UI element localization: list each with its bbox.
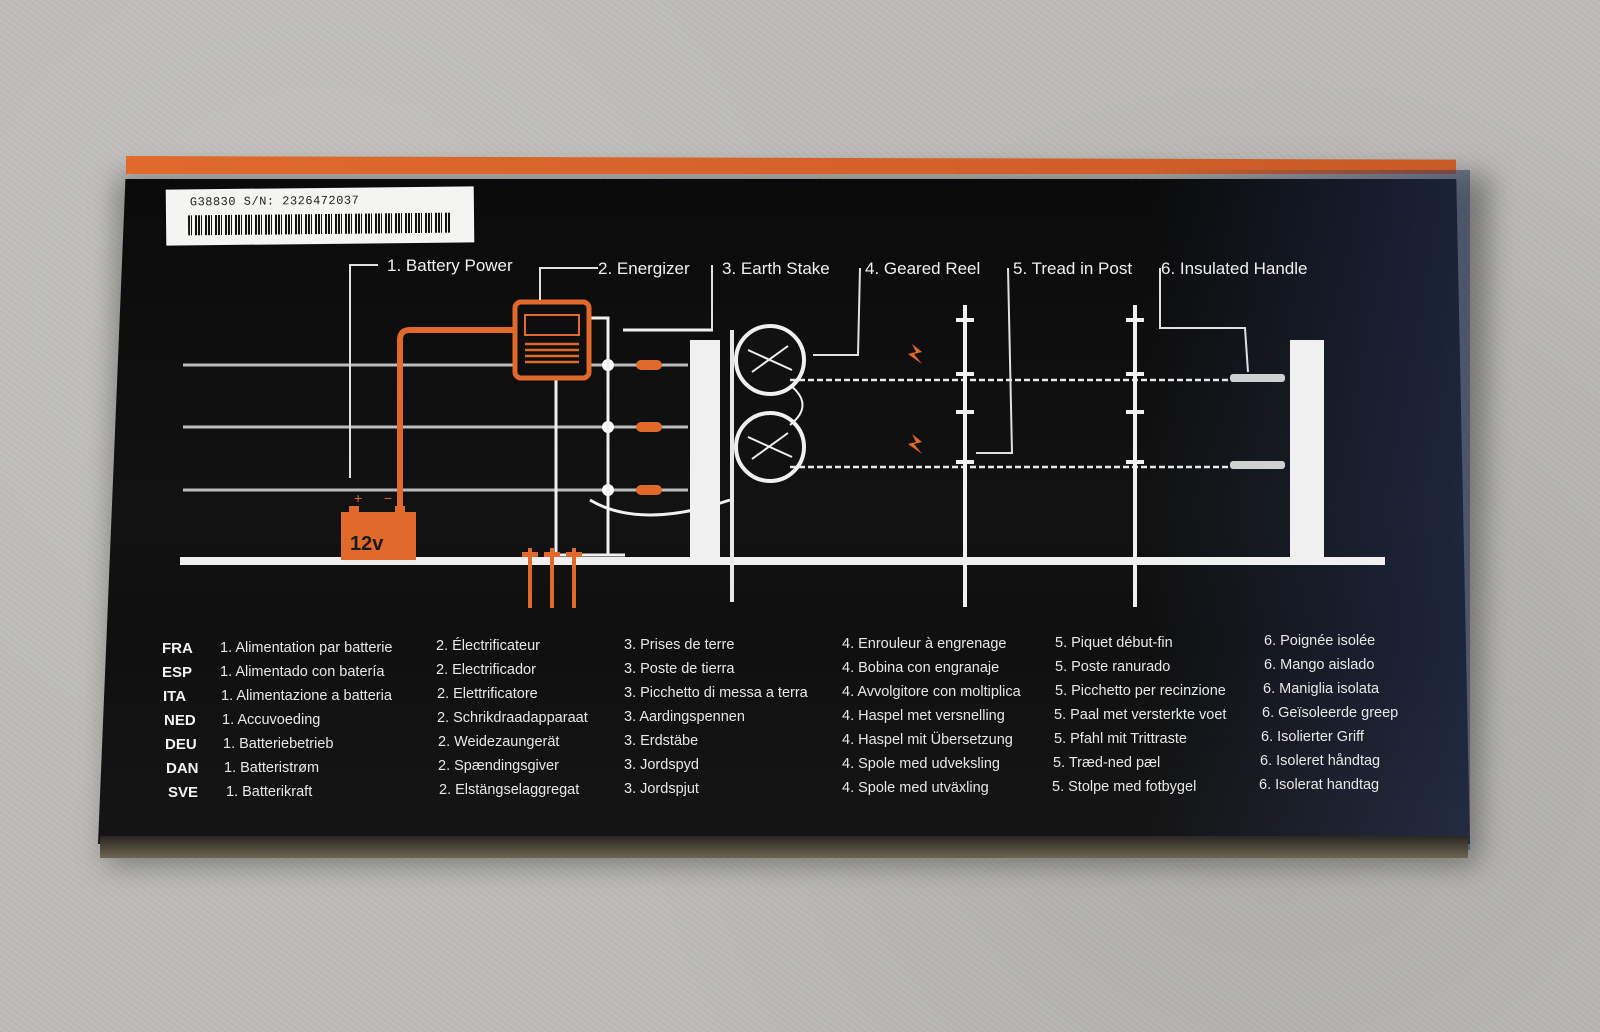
lang-code: NED xyxy=(164,712,196,729)
translation-cell: 2. Weidezaungerät xyxy=(438,734,560,750)
ground-line xyxy=(180,557,1385,565)
translation-cell: 6. Maniglia isolata xyxy=(1263,681,1380,697)
translation-cell: 5. Piquet début-fin xyxy=(1055,635,1173,651)
translation-cell: 1. Accuvoeding xyxy=(222,712,321,728)
battery-12v: + − xyxy=(341,490,416,560)
spark-icons xyxy=(908,344,922,454)
translation-cell: 5. Stolpe med fotbygel xyxy=(1052,779,1197,795)
translation-cell: 6. Geïsoleerde greep xyxy=(1262,705,1399,721)
earth-stakes xyxy=(522,548,582,608)
translation-cell: 4. Enrouleur à engrenage xyxy=(842,636,1007,652)
translation-cell: 2. Elettrificatore xyxy=(437,686,538,702)
lang-code: SVE xyxy=(168,784,199,801)
translation-cell: 3. Jordspyd xyxy=(624,757,699,773)
insulated-handles xyxy=(1230,374,1285,469)
translation-cell: 4. Haspel met versnelling xyxy=(842,708,1005,724)
lang-code: ITA xyxy=(163,688,187,705)
translation-cell: 5. Pfahl mit Trittraste xyxy=(1054,731,1187,747)
translation-cell: 3. Erdstäbe xyxy=(624,733,699,749)
translation-cell: 1. Alimentado con batería xyxy=(220,664,385,680)
translation-cell: 2. Schrikdraadapparaat xyxy=(437,710,588,726)
translation-cell: 6. Isoleret håndtag xyxy=(1260,753,1381,769)
geared-reels xyxy=(734,324,806,483)
translation-cell: 1. Batteriebetrieb xyxy=(223,736,334,752)
translation-cell: 4. Spole med udveksling xyxy=(842,756,1000,772)
heading-geared-reel: 4. Geared Reel xyxy=(865,259,981,278)
callout-leader-lines xyxy=(349,264,1249,478)
heading-earth-stake: 3. Earth Stake xyxy=(722,259,830,278)
insulators xyxy=(636,360,662,495)
box-bottom-fold xyxy=(100,836,1468,858)
translation-cell: 6. Poignée isolée xyxy=(1264,633,1376,649)
reel-post xyxy=(730,330,734,602)
translation-cell: 6. Mango aislado xyxy=(1264,657,1375,673)
translation-cell: 1. Batteristrøm xyxy=(224,760,320,776)
translation-cell: 1. Alimentazione a batteria xyxy=(221,688,392,704)
translation-cell: 5. Paal met versterkte voet xyxy=(1054,707,1227,723)
translation-cell: 1. Alimentation par batterie xyxy=(220,640,393,656)
translation-cell: 4. Haspel mit Übersetzung xyxy=(842,732,1013,748)
right-end-post xyxy=(1290,340,1324,560)
tread-in-posts xyxy=(956,305,1144,607)
battery-voltage-label: 12v xyxy=(350,533,384,555)
translation-cell: 5. Poste ranurado xyxy=(1055,659,1171,675)
translation-cell: 4. Bobina con engranaje xyxy=(842,660,1000,676)
translation-cell: 6. Isolerat handtag xyxy=(1259,777,1380,793)
heading-battery-power: 1. Battery Power xyxy=(387,256,513,275)
heading-energizer: 2. Energizer xyxy=(598,259,690,278)
heading-tread-in-post: 5. Tread in Post xyxy=(1013,259,1133,278)
reel-spokes xyxy=(747,345,793,460)
translation-cell: 2. Électrificateur xyxy=(436,638,540,654)
lang-code: DAN xyxy=(166,760,199,777)
lang-code: DEU xyxy=(165,736,197,753)
translation-cell: 3. Picchetto di messa a terra xyxy=(624,685,808,701)
translation-cell: 3. Poste de tierra xyxy=(624,661,735,677)
translation-cell: 2. Elstängselaggregat xyxy=(439,782,580,798)
translation-cell: 4. Avvolgitore con moltiplica xyxy=(842,684,1021,700)
left-end-post xyxy=(690,340,720,560)
translation-cell: 5. Picchetto per recinzione xyxy=(1055,683,1226,699)
translation-cell: 3. Aardingspennen xyxy=(624,709,745,725)
battery-lead xyxy=(397,327,522,520)
battery-plus-sign: + xyxy=(354,490,362,506)
translation-cell: 6. Isolierter Griff xyxy=(1261,729,1364,745)
energizer-unit xyxy=(512,299,592,381)
translation-cell: 5. Træd-ned pæl xyxy=(1053,755,1161,771)
translation-cell: 3. Prises de terre xyxy=(624,637,735,653)
translation-cell: 4. Spole med utväxling xyxy=(842,780,989,796)
translation-cell: 2. Electrificador xyxy=(436,662,536,678)
translation-cell: 3. Jordspjut xyxy=(624,781,699,797)
heading-insulated-handle: 6. Insulated Handle xyxy=(1161,259,1308,278)
box-sheen xyxy=(98,640,1470,858)
translation-cell: 2. Spændingsgiver xyxy=(438,758,559,774)
lang-code: ESP xyxy=(162,664,193,681)
battery-minus-sign: − xyxy=(384,490,392,506)
reel-link xyxy=(789,384,804,426)
lang-code: FRA xyxy=(162,640,193,657)
translation-cell: 1. Batterikraft xyxy=(226,784,313,800)
box-top-orange-edge xyxy=(126,156,1456,174)
